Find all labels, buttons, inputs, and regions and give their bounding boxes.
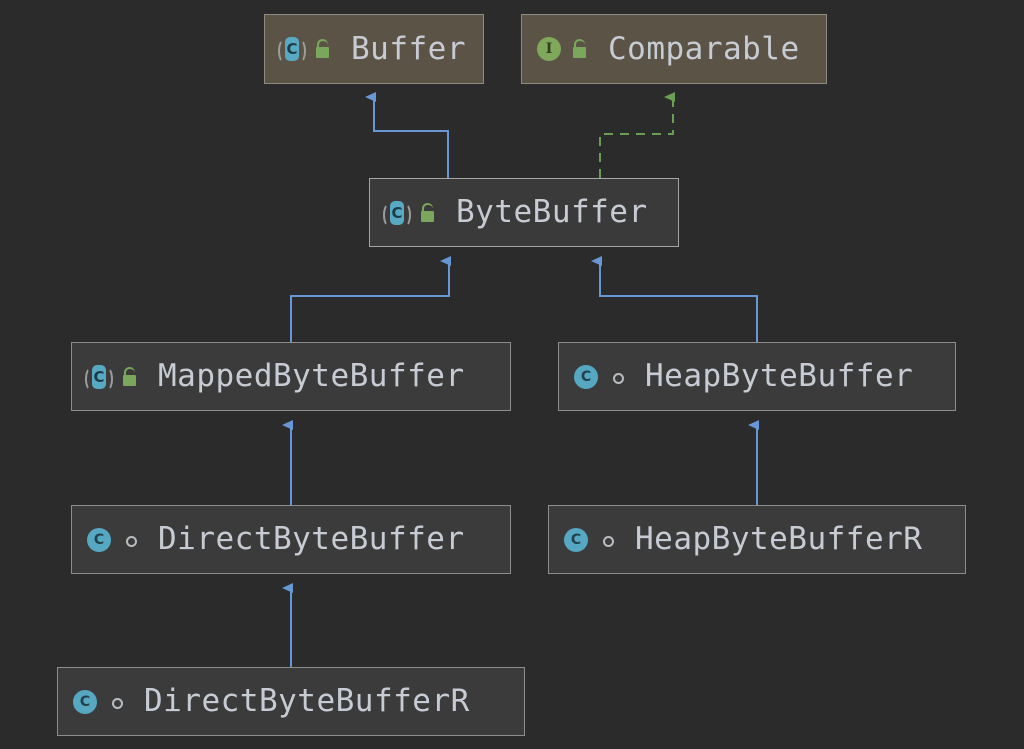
- class-node-directbytebufferr[interactable]: C DirectByteBufferR: [57, 667, 525, 736]
- class-node-label: ByteBuffer: [456, 194, 648, 230]
- package-private-dot-icon: [118, 527, 144, 553]
- class-icon: C: [561, 525, 591, 555]
- class-node-mappedbytebuffer[interactable]: C MappedByteBuffer: [71, 342, 511, 411]
- class-node-bytebuffer[interactable]: C ByteBuffer: [369, 178, 679, 247]
- class-node-label: HeapByteBuffer: [645, 358, 914, 394]
- abstract-class-icon: C: [84, 362, 114, 392]
- class-node-directbytebuffer[interactable]: C DirectByteBuffer: [71, 505, 511, 574]
- class-node-label: DirectByteBufferR: [144, 683, 470, 719]
- edge-bytebuffer-implements-comparable: [599, 92, 675, 178]
- package-private-dot-icon: [605, 364, 631, 390]
- edge-heapbytebuffer-extends-bytebuffer: [591, 256, 758, 342]
- package-private-dot-icon: [595, 527, 621, 553]
- public-unlock-icon: [416, 200, 442, 226]
- edge-mappedbytebuffer-extends-bytebuffer: [290, 256, 451, 342]
- edge-bytebuffer-extends-buffer: [365, 92, 449, 178]
- package-private-dot-icon: [104, 689, 130, 715]
- class-node-label: MappedByteBuffer: [158, 358, 465, 394]
- class-node-label: HeapByteBufferR: [635, 521, 923, 557]
- class-node-heapbytebuffer[interactable]: C HeapByteBuffer: [558, 342, 956, 411]
- class-node-label: DirectByteBuffer: [158, 521, 465, 557]
- abstract-class-icon: C: [277, 34, 307, 64]
- class-icon: C: [70, 687, 100, 717]
- interface-icon: I: [534, 34, 564, 64]
- class-node-comparable[interactable]: I Comparable: [521, 14, 827, 84]
- class-icon: C: [571, 362, 601, 392]
- abstract-class-icon: C: [382, 198, 412, 228]
- class-node-heapbytebufferr[interactable]: C HeapByteBufferR: [548, 505, 966, 574]
- public-unlock-icon: [568, 36, 594, 62]
- class-node-label: Comparable: [608, 30, 800, 67]
- public-unlock-icon: [118, 364, 144, 390]
- class-icon: C: [84, 525, 114, 555]
- class-node-buffer[interactable]: C Buffer: [264, 14, 484, 84]
- class-node-label: Buffer: [351, 30, 466, 67]
- public-unlock-icon: [311, 36, 337, 62]
